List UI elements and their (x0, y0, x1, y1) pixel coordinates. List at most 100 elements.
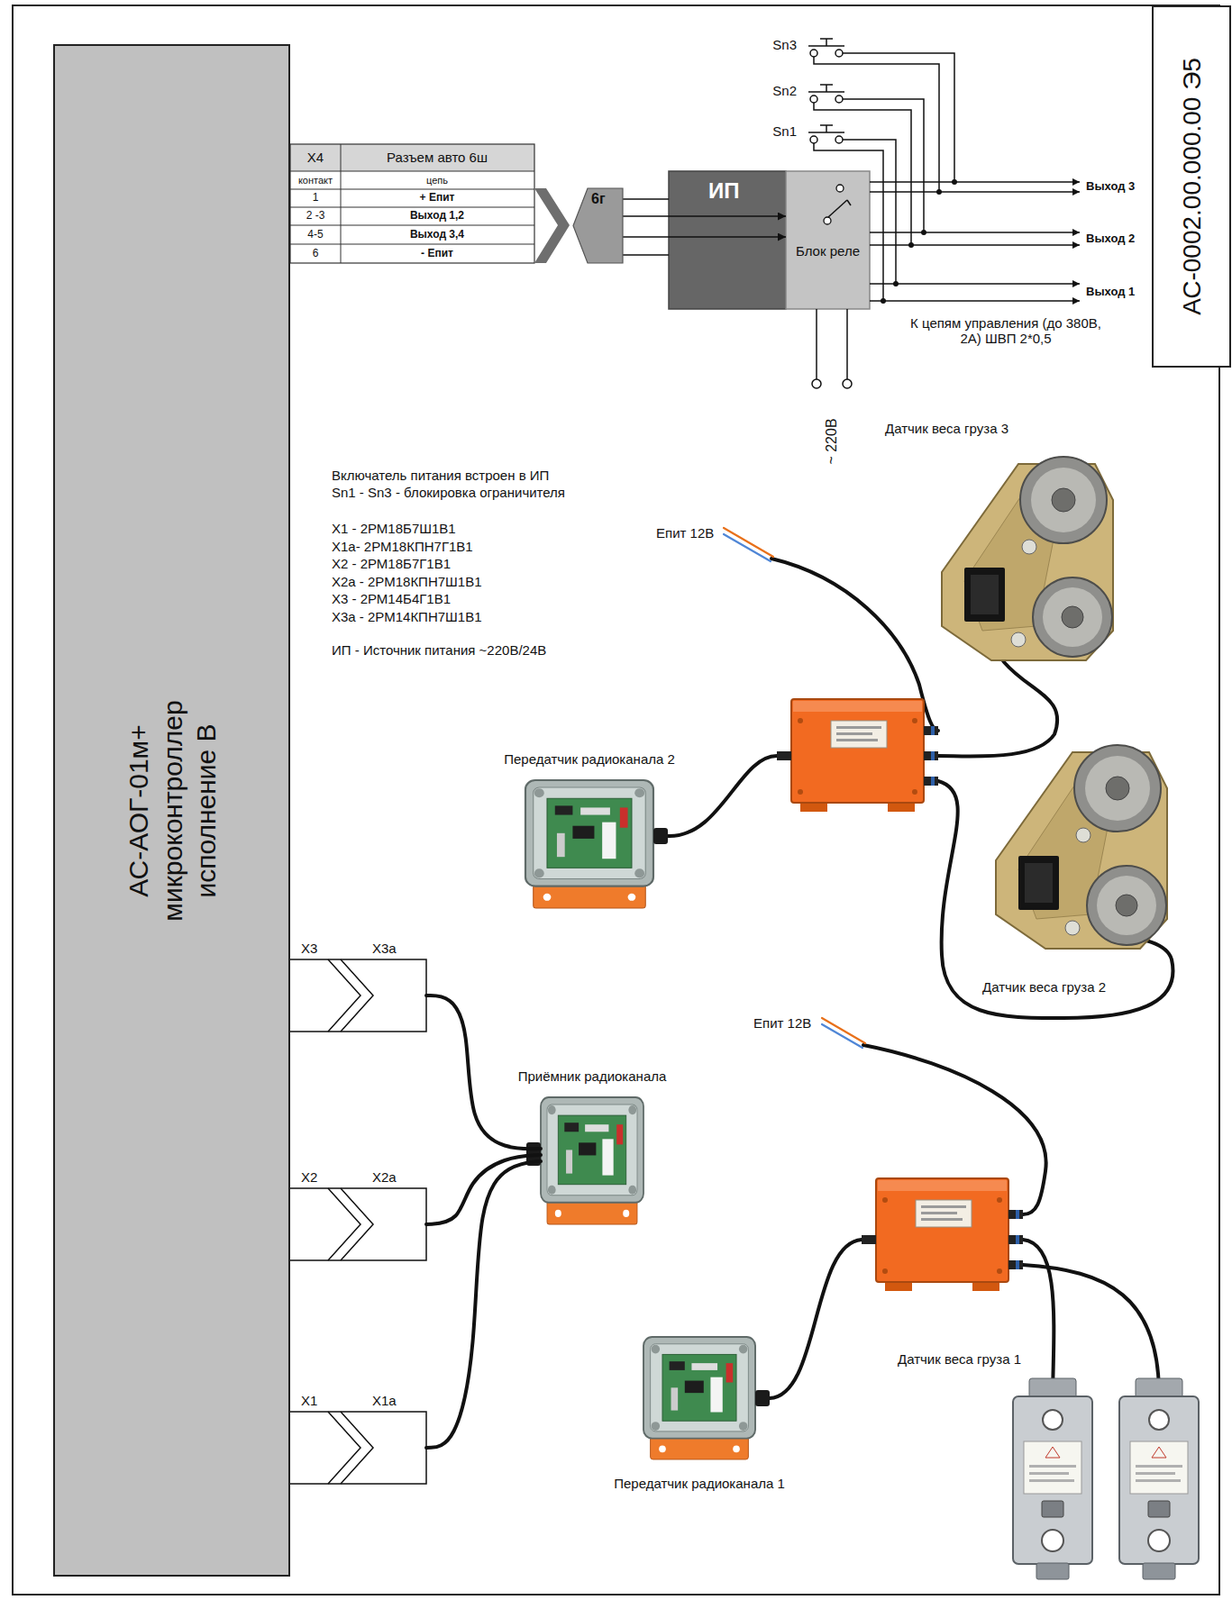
switch-wire (842, 139, 896, 284)
switch-wire (813, 53, 955, 302)
connector-chevron (534, 188, 570, 264)
power-supply-box: ИП (668, 171, 786, 310)
load-cell (1012, 1378, 1093, 1580)
supply-wire (723, 528, 774, 557)
junction-box (923, 726, 939, 736)
push-button-symbol (808, 38, 845, 144)
power-supply-fill (668, 171, 786, 310)
table-header: X4 (307, 149, 324, 165)
power-supply-fill (668, 171, 870, 310)
push-button-symbol (820, 83, 833, 86)
note-line: X1 - 2РМ18Б7Ш1В1 (331, 520, 457, 537)
output-wire (869, 191, 1080, 193)
cable-connector: X1X1a (290, 1412, 427, 1485)
weight-sensor: Датчик веса груза 3 (928, 446, 1118, 663)
junction-box (861, 1235, 877, 1245)
pin-table (290, 144, 535, 172)
junction-box (1015, 1210, 1020, 1220)
output-name: Выход 3 (1085, 180, 1135, 194)
load-cell (1012, 1378, 1199, 1580)
signal-line (622, 254, 669, 256)
cable (1022, 1265, 1159, 1393)
mains-terminal (812, 309, 852, 389)
connector-shape (290, 1412, 427, 1485)
mains-terminal (815, 309, 818, 380)
connector-plug: 6г (573, 188, 623, 264)
mains-terminal (842, 379, 852, 389)
junction-box (1008, 1235, 1023, 1245)
pin-number: 6 (312, 247, 320, 261)
supply-label: Епит 12В (656, 525, 714, 541)
node-label: Передатчик радиоканала 2 (503, 751, 676, 767)
junction-box (930, 726, 935, 736)
radio-module (755, 1390, 770, 1407)
pin-table (340, 144, 342, 264)
signal-line (622, 198, 669, 201)
node-label: X1a (372, 1393, 397, 1409)
node-label: Передатчик радиоканала 1 (613, 1476, 785, 1492)
pin-table (290, 171, 535, 173)
node-label: Датчик веса груза 1 (897, 1351, 1022, 1368)
power-supply-fill (785, 171, 870, 310)
signal-name: Выход 3,4 (410, 228, 465, 242)
pulley-sensor (995, 745, 1168, 950)
cable (667, 558, 1174, 1399)
switch-wire (813, 143, 884, 302)
push-button-symbol (835, 95, 843, 103)
radio-module (540, 1097, 644, 1225)
node-label: Приёмник радиоканала (518, 1068, 667, 1085)
signal-arrow (622, 215, 786, 218)
connector-shape (290, 959, 427, 1032)
node-label: 6г (591, 191, 606, 208)
relay-contact-symbol (823, 217, 831, 225)
note-line: X2a - 2РМ18КПН7Ш1В1 (331, 574, 483, 590)
controller-box: АС-АОГ-01м+ микроконтроллер исполнение В (53, 44, 291, 1578)
junction-box (776, 751, 792, 761)
node-label: X2a (372, 1169, 397, 1186)
mains-label: ~ 220В (823, 418, 840, 465)
radio-transmitter: Передатчик радиоканала 2 (525, 780, 654, 909)
note-line: X3 - 2РМ14Б4Г1В1 (331, 591, 451, 607)
node-label: АС-0002.00.000.00 Э5 (1176, 57, 1208, 316)
junction-box (923, 751, 939, 761)
push-button-symbol (810, 136, 818, 144)
junction-box (1015, 1260, 1020, 1270)
push-button-symbol (835, 49, 843, 57)
switch-wire (813, 102, 912, 246)
switch-wire (842, 53, 955, 183)
note-line: X3a - 2РМ14КПН7Ш1В1 (331, 609, 483, 625)
pin-table (290, 144, 535, 264)
output-wire (869, 231, 1080, 234)
output-wire (869, 300, 1080, 302)
output-wire (869, 182, 1080, 302)
note-line: Включатель питания встроен в ИП (331, 467, 549, 484)
note-line: Sn1 - Sn3 - блокировка ограничителя (331, 484, 566, 501)
supply-wire (723, 534, 771, 562)
cable (426, 1161, 541, 1449)
plug-outline (573, 188, 623, 264)
radio-module (653, 828, 668, 845)
radio-receiver: Приёмник радиоканала (540, 1097, 644, 1225)
pulley-sensor (941, 456, 1114, 661)
signal-name: - Епит (420, 247, 454, 261)
node-label: АС-АОГ-01м+ микроконтроллер исполнение В (120, 700, 223, 922)
supply-wire (821, 1018, 866, 1044)
table-header: Разъем авто 6ш (386, 149, 488, 165)
push-button-symbol (820, 37, 833, 40)
connector-shape (290, 959, 427, 1485)
switch-wire (813, 56, 940, 192)
pin-table (290, 244, 535, 246)
pin-number: 4-5 (307, 228, 323, 242)
junction-box (930, 751, 935, 761)
pulley-sensor (941, 456, 1168, 950)
note-line: X1a- 2РМ18КПН7Г1В1 (331, 538, 474, 555)
junction-box (1008, 1210, 1023, 1220)
table-cell: цепь (426, 174, 448, 187)
junction-dot (921, 229, 927, 236)
junction-dot (951, 179, 958, 185)
pin-table (290, 144, 535, 264)
junction-dot (908, 242, 914, 248)
node-label: X2 (301, 1169, 318, 1186)
signal-arrow (622, 236, 786, 238)
